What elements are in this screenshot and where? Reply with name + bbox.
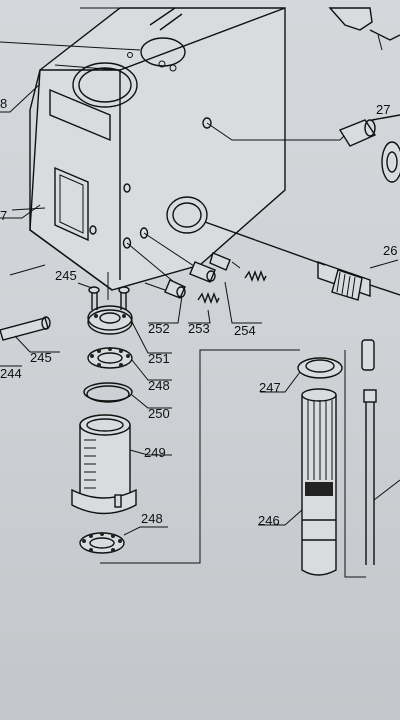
label-247: 247 [259,380,281,395]
label-250: 250 [148,406,170,421]
label-248-top: 248 [148,378,170,393]
headstock-housing [29,7,286,291]
label-26: 26 [383,243,397,258]
label-7: 7 [0,208,7,223]
label-248-bottom: 248 [141,511,163,526]
label-251: 251 [148,351,170,366]
drawbar [344,339,400,578]
label-8: 8 [0,96,7,111]
left-shaft-245: 245 244 [0,264,60,381]
bearing-cap-251: 251 [87,305,172,366]
label-249: 249 [144,445,166,460]
washer-247: 247 [259,357,343,395]
label-246: 246 [258,513,280,528]
part-27-plunger: 27 [338,102,400,147]
bearing-248-top: 248 [87,347,172,393]
small-parts-252-254: 252 253 254 [126,232,267,338]
label-27: 27 [376,102,390,117]
right-flange [381,141,400,183]
label-245-left: 245 [30,350,52,365]
label-252: 252 [148,321,170,336]
part-26-shaft: 26 [204,221,400,301]
top-right-fork [328,7,400,51]
ring-250: 250 [83,382,172,421]
label-244: 244 [0,366,22,381]
assembly-bracket [100,349,300,564]
bearing-248-bottom: 248 [79,511,168,554]
label-254: 254 [234,323,256,338]
label-245-top: 245 [55,268,77,283]
bolts-245: 245 [55,268,130,310]
label-253: 253 [188,321,210,336]
spindle-246: 246 [258,388,337,576]
sleeve-249: 249 [71,414,172,515]
